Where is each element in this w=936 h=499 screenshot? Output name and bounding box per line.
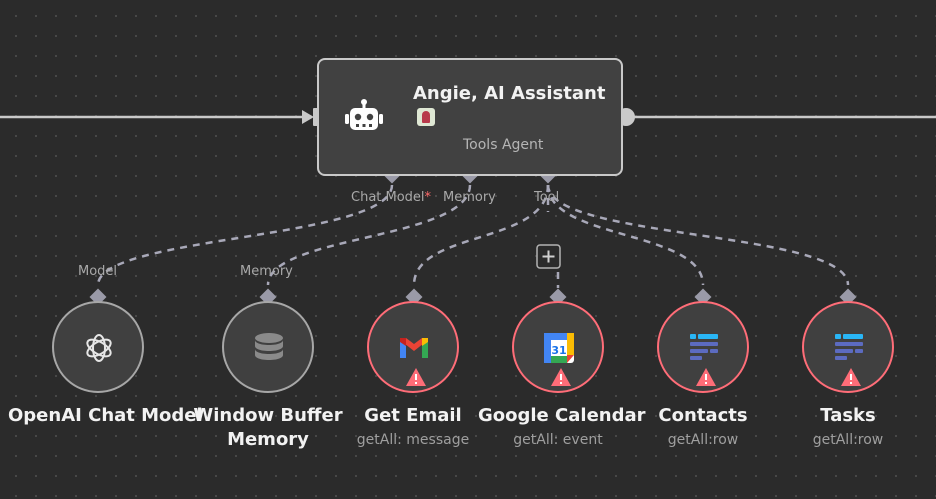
connection-tool-gmail[interactable] — [412, 184, 550, 286]
agent-emoji-icon — [417, 108, 435, 126]
chat-model-port-label: Chat Model* — [351, 190, 432, 205]
input-arrow — [302, 110, 314, 124]
contacts-node-title: Contacts — [658, 405, 748, 426]
gmail-icon — [400, 338, 428, 358]
table-icon — [835, 334, 863, 360]
connection-memory[interactable] — [266, 184, 472, 286]
tasks-node-title: Tasks — [820, 405, 876, 426]
get-email-node[interactable] — [367, 301, 459, 393]
connection-tool-contacts[interactable] — [546, 184, 705, 286]
gmail-node-title: Get Email — [364, 405, 462, 426]
robot-icon — [345, 99, 383, 130]
contacts-node[interactable] — [657, 301, 749, 393]
openai-node-title: OpenAI Chat Model — [8, 405, 203, 426]
table-icon — [690, 334, 718, 360]
tool-port-label: Tool — [534, 190, 560, 205]
openai-icon — [86, 334, 112, 362]
gcal-node-subtitle: getAll: event — [513, 432, 603, 448]
warning-icon[interactable] — [405, 367, 427, 387]
gmail-node-subtitle: getAll: message — [356, 432, 470, 448]
gcal-node-title: Google Calendar — [478, 405, 646, 426]
warning-icon[interactable] — [695, 367, 717, 387]
google-calendar-node[interactable]: 31 — [512, 301, 604, 393]
memory-input-label: Memory — [240, 264, 293, 279]
agent-subtitle: Tools Agent — [463, 137, 544, 153]
connection-tool-tasks[interactable] — [546, 184, 850, 286]
warning-icon[interactable] — [840, 367, 862, 387]
tasks-node[interactable] — [802, 301, 894, 393]
memory-node-title: Window Buffer Memory — [193, 405, 343, 450]
contacts-node-subtitle: getAll:row — [667, 432, 739, 448]
warning-icon[interactable] — [550, 367, 572, 387]
ai-agent-node[interactable]: Angie, AI Assistant Tools Agent — [317, 58, 623, 176]
svg-text:31: 31 — [551, 344, 566, 357]
plus-icon — [542, 250, 555, 263]
openai-chat-model-node[interactable] — [52, 301, 144, 393]
agent-title: Angie, AI Assistant — [413, 83, 606, 104]
tasks-node-subtitle: getAll:row — [812, 432, 884, 448]
memory-port-label: Memory — [443, 190, 496, 205]
window-buffer-memory-node[interactable] — [222, 301, 314, 393]
google-calendar-icon: 31 — [544, 333, 574, 363]
connection-chat-model[interactable] — [96, 184, 394, 286]
database-icon — [255, 333, 283, 360]
openai-input-label: Model — [78, 264, 118, 279]
required-marker: * — [424, 190, 432, 205]
